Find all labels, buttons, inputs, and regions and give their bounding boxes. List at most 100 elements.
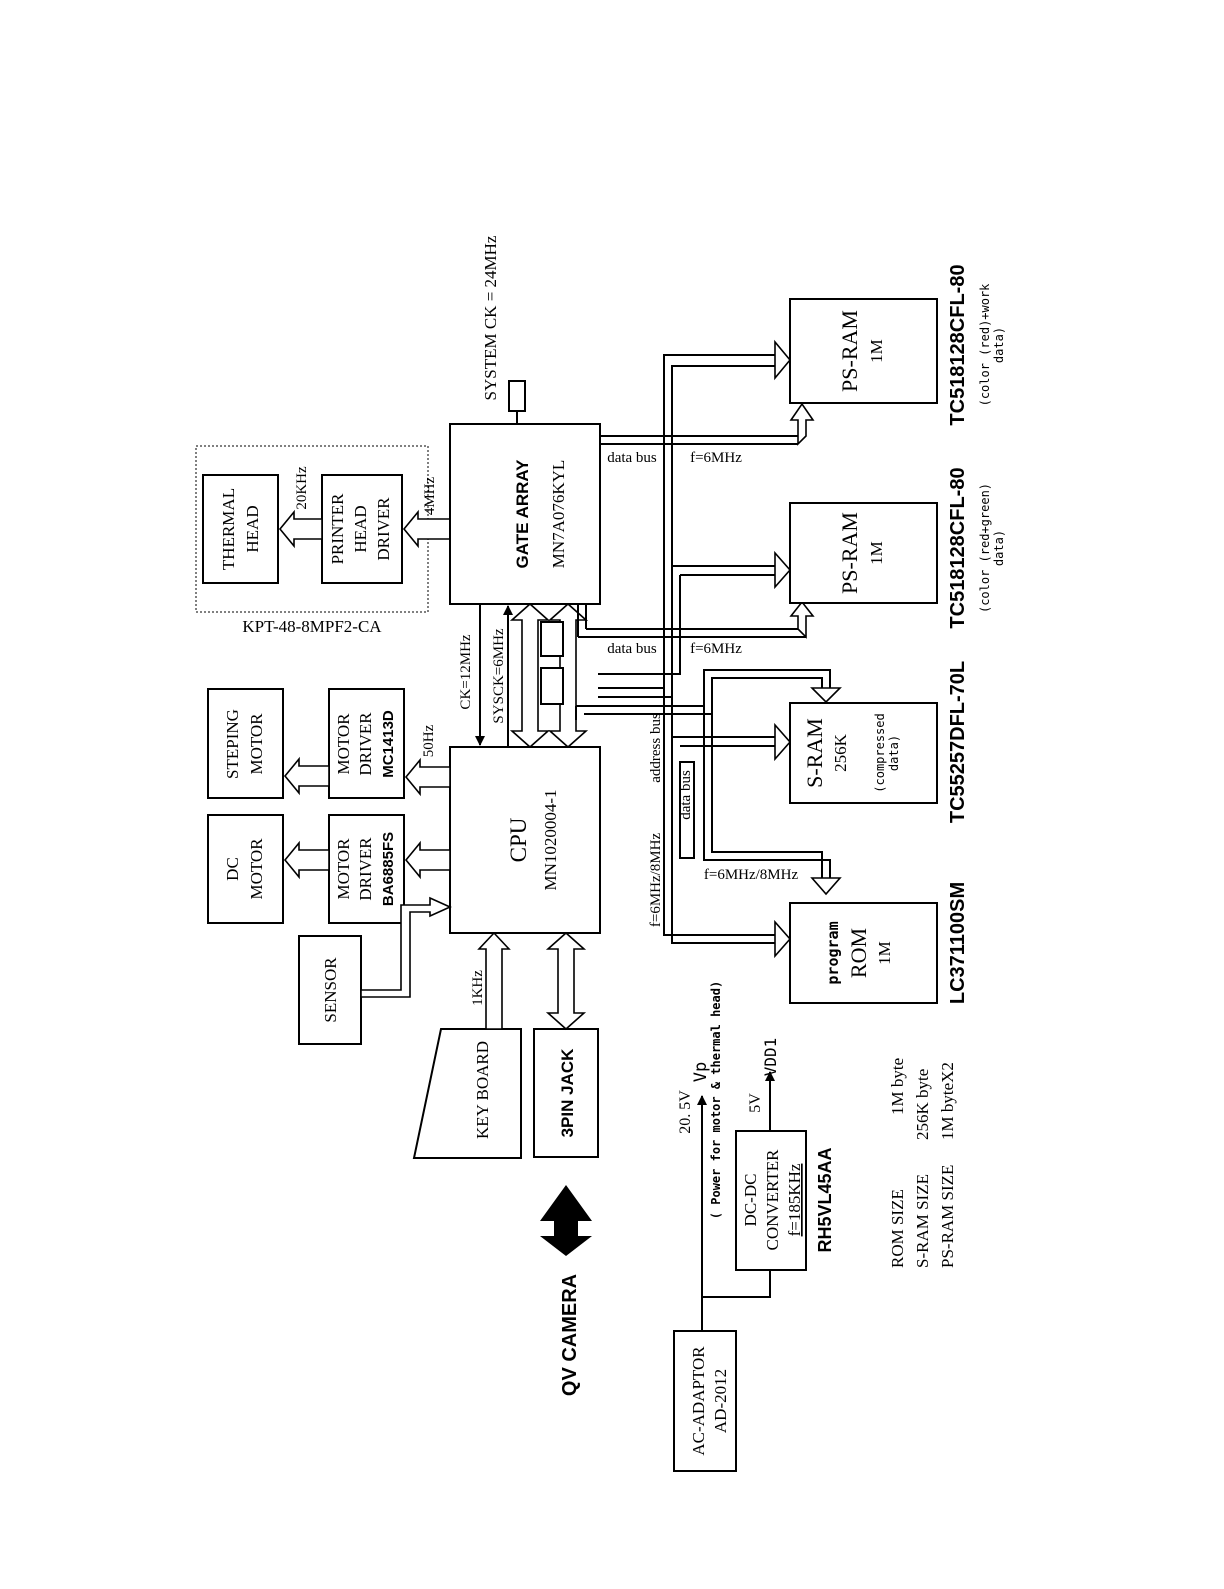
- psram-2-line-2: 1M: [867, 541, 886, 565]
- ac-adaptor-line-1: AC-ADAPTOR: [689, 1346, 708, 1456]
- psram-1-note-2: data): [992, 327, 1006, 363]
- prom-part: LC371100SM: [947, 882, 969, 1004]
- address-bus-return: [598, 575, 681, 675]
- vp-label: Vp: [691, 1062, 711, 1082]
- sram-line-2: 256K: [831, 733, 850, 772]
- qv-camera-label: QV CAMERA: [559, 1274, 581, 1396]
- thermal-head-line-1: THERMAL: [219, 488, 238, 570]
- arrow-data-bus-to-psram1: [789, 402, 815, 446]
- steping-motor-line-2: MOTOR: [247, 713, 266, 775]
- arrow-cpu-to-driver1: [404, 757, 451, 797]
- freq-1khz: 1KHz: [470, 970, 486, 1006]
- printer-head-driver-line-3: DRIVER: [374, 497, 393, 561]
- bus-buffer-2: [540, 667, 564, 705]
- psram-1-line-2: 1M: [867, 339, 886, 363]
- sysck-label: SYSCK=6MHz: [491, 628, 507, 723]
- freq-50hz: 50Hz: [421, 724, 437, 757]
- gate-cpu-bus-1: [509, 602, 551, 749]
- data-bus-vertical-tag: [679, 761, 695, 859]
- dc-motor-line-1: DC: [223, 857, 242, 881]
- motor-driver-2-line-2: DRIVER: [356, 837, 375, 901]
- dc-dc-converter-block: [735, 1130, 807, 1271]
- prom-line-1: program: [824, 921, 842, 984]
- keyboard-block: [412, 1028, 522, 1159]
- motor-driver-2-line-1: MOTOR: [334, 838, 353, 900]
- sensor-block: [298, 935, 362, 1045]
- psram-2-block: [789, 502, 938, 604]
- size-label-rom: ROM SIZE: [888, 1189, 907, 1268]
- printer-module-label: KPT-48-8MPF2-CA: [242, 617, 382, 636]
- jack-label: 3PIN JACK: [558, 1048, 577, 1138]
- psram-2-note-1: (color (red+green): [978, 483, 992, 613]
- size-value-sram: 256K byte: [913, 1069, 932, 1140]
- arrow-sensor-to-cpu: [360, 896, 452, 998]
- arrow-address-to-prom: [774, 919, 792, 959]
- converter-line-1: DC-DC: [741, 1174, 760, 1227]
- ck-label: CK=12MHz: [458, 634, 474, 709]
- sensor-label: SENSOR: [321, 957, 340, 1023]
- motor-driver-1-line-2: DRIVER: [356, 712, 375, 776]
- ac-adaptor-line-2: AD-2012: [711, 1369, 730, 1433]
- thermal-head-block: [202, 474, 279, 584]
- converter-feed-line: [702, 1270, 771, 1298]
- arrow-driver2-to-dcmotor: [283, 840, 330, 880]
- system-clock-label: SYSTEM CK = 24MHz: [481, 235, 500, 400]
- sram-data-bus-a: [575, 669, 831, 720]
- cpu-block: [449, 746, 601, 934]
- size-label-sram: S-RAM SIZE: [913, 1174, 932, 1268]
- arrow-address-to-psram1: [774, 339, 792, 381]
- voltage-20v: 20. 5V: [677, 1090, 694, 1134]
- bus-buffer-1: [540, 621, 564, 657]
- gate-array-block: [449, 423, 601, 605]
- sram-note-1: (compressed: [873, 713, 887, 792]
- psram-2-line-1: PS-RAM: [837, 512, 862, 594]
- gate-cpu-bus-2: [547, 602, 589, 749]
- prom-freq-label: f=6MHz/8MHz: [704, 867, 799, 883]
- sram-block: [789, 702, 938, 804]
- arrow-data-to-prom: [810, 877, 842, 896]
- psram-1-note-1: (color (red)+work: [978, 283, 992, 407]
- size-label-psram: PS-RAM SIZE: [938, 1165, 957, 1268]
- dc-motor-block: [207, 814, 284, 924]
- psram-1-line-1: PS-RAM: [837, 310, 862, 392]
- gate-array-part: MN7A076KYL: [549, 460, 568, 569]
- arrow-keyboard-to-cpu: [477, 931, 511, 1030]
- vdd1-label: VDD1: [761, 1038, 780, 1077]
- address-bus-line-a: [598, 354, 775, 689]
- size-value-rom: 1M byte: [888, 1058, 907, 1115]
- converter-part: RH5VL45AA: [815, 1147, 835, 1252]
- mid-data-bus-label: data bus: [678, 770, 694, 820]
- psram-2-note-2: data): [992, 530, 1006, 566]
- thermal-head-line-2: HEAD: [243, 505, 262, 552]
- printer-module-outline: [195, 445, 429, 613]
- psram-2-part: TC518128CFL-80: [947, 467, 969, 628]
- size-value-psram: 1M byteX2: [938, 1062, 957, 1140]
- sram-note-2: data): [887, 735, 901, 771]
- printer-head-driver-line-1: PRINTER: [328, 493, 347, 565]
- lower-freq-label: f=6MHz: [690, 641, 742, 657]
- arrow-driver-to-head: [278, 509, 323, 549]
- arrow-driver1-to-stepper: [283, 756, 330, 796]
- psram-1-block: [789, 298, 938, 404]
- camera-link-arrow: [540, 1185, 592, 1256]
- arrow-address-to-sram: [774, 722, 792, 762]
- dc-motor-line-2: MOTOR: [247, 838, 266, 900]
- address-bus-line-b: [598, 365, 775, 698]
- prom-line-3: 1M: [875, 941, 894, 965]
- motor-driver-2-block: [328, 814, 405, 924]
- keyboard-label: KEY BOARD: [473, 1041, 492, 1139]
- ac-adaptor-block: [673, 1330, 737, 1472]
- arrow-data-bus-to-psram2: [789, 600, 815, 639]
- prom-block: [789, 902, 938, 1004]
- upper-data-bus-label: data bus: [607, 450, 657, 466]
- arrow-gate-to-driver: [402, 509, 451, 549]
- arrow-cpu-jack-bidirectional: [545, 931, 587, 1031]
- steping-motor-block: [207, 688, 284, 799]
- oscillator-crystal: [508, 380, 526, 412]
- gate-array-title: GATE ARRAY: [513, 459, 532, 569]
- sram-line-1: S-RAM: [802, 718, 827, 788]
- arrow-data-to-sram: [810, 687, 842, 704]
- lower-data-bus-label: data bus: [607, 641, 657, 657]
- psram-1-part: TC518128CFL-80: [947, 264, 969, 425]
